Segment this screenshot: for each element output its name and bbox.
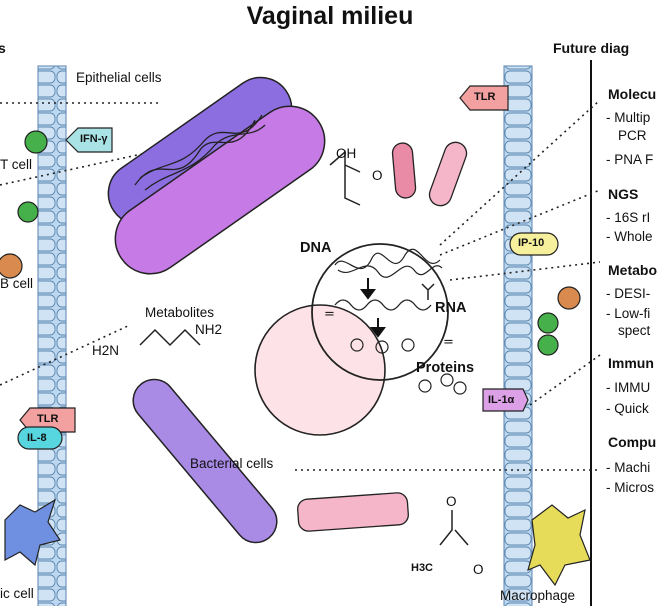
right-t-cell-1 <box>537 312 559 334</box>
future-item: - 16S rI <box>606 210 651 225</box>
right-connectors <box>295 99 601 471</box>
dna-tangle <box>334 248 443 278</box>
pale-pink-cell <box>254 304 386 436</box>
arrows <box>360 278 386 338</box>
b-cell <box>0 253 23 279</box>
future-item: - Whole <box>606 229 653 244</box>
acetic-h3c: H3C <box>411 562 434 574</box>
protein-blobs <box>350 338 467 395</box>
future-section-molecular: Molecu <box>608 86 657 102</box>
future-item: - PNA F <box>606 152 654 167</box>
dna-label: DNA <box>300 240 332 256</box>
il1a-marker <box>482 388 529 412</box>
rna-strand <box>334 299 432 311</box>
future-item: - IMMU <box>606 380 651 395</box>
t-cell-2 <box>17 201 39 223</box>
future-section-computational: Compu <box>608 434 657 450</box>
acetic-o-right: O <box>473 562 484 577</box>
future-item: - Multip <box>606 110 651 125</box>
future-item: PCR <box>618 128 647 143</box>
future-section-ngs: NGS <box>608 186 639 202</box>
pink-rod-3 <box>297 492 409 532</box>
dendritic-cell-label: ic cell <box>0 586 34 601</box>
right-tlr-label: TLR <box>474 91 496 103</box>
left-tlr-label: TLR <box>37 413 59 425</box>
metabolites-label: Metabolites <box>145 305 215 320</box>
il8-marker <box>17 426 63 450</box>
lactic-o: O <box>372 168 383 183</box>
putrescine-structure <box>139 328 201 347</box>
macrophage-label: Macrophage <box>500 588 576 603</box>
il8-label: IL-8 <box>27 432 47 444</box>
page-title: Vaginal milieu <box>246 2 414 30</box>
double-bar-mark-2: = <box>443 335 454 350</box>
left-header-fragment: s <box>0 40 6 56</box>
antibody-icon <box>421 283 435 300</box>
ip10-label: IP-10 <box>518 237 545 249</box>
future-header: Future diag <box>553 40 630 56</box>
pink-rod-1 <box>391 142 417 199</box>
right-epithelium <box>503 65 533 611</box>
left-connectors <box>0 102 161 386</box>
macrophage-cell <box>527 504 591 587</box>
ip10-marker <box>509 232 559 256</box>
dendritic-cell <box>4 498 61 567</box>
t-cell-1 <box>24 130 48 154</box>
double-bar-mark-1: = <box>324 307 335 322</box>
chromosome-coil <box>134 114 266 191</box>
pink-rod-2 <box>428 141 468 207</box>
lactic-acid-structure <box>329 150 361 206</box>
epithelial-cells-label: Epithelial cells <box>76 70 162 85</box>
future-item: spect <box>618 323 651 338</box>
future-section-immuno: Immun <box>608 355 654 371</box>
future-item: - Quick <box>606 401 649 416</box>
right-t-cell-2 <box>537 334 559 356</box>
lactic-oh: OH <box>336 146 357 161</box>
proteins-label: Proteins <box>416 360 475 376</box>
t-cell-label: T cell <box>0 157 33 172</box>
omics-circle <box>311 243 449 381</box>
ifn-marker-label: IFN-γ <box>80 133 108 145</box>
future-section-metabolomics: Metabo <box>608 262 657 278</box>
bacterial-rod-lavender <box>132 378 278 544</box>
acetic-acid-structure <box>439 510 469 546</box>
acetic-o-top: O <box>446 494 457 509</box>
rna-label: RNA <box>435 300 467 316</box>
ifn-marker <box>65 127 113 153</box>
future-item: - DESI- <box>606 286 651 301</box>
bacterial-cells-label: Bacterial cells <box>190 456 274 471</box>
future-item: - Low-fi <box>606 306 651 321</box>
future-item: - Micros <box>606 480 654 495</box>
putrescine-nh2: NH2 <box>195 322 223 337</box>
right-b-cell <box>557 286 581 310</box>
putrescine-h2n: H2N <box>92 343 120 358</box>
bacterial-rod-magenta <box>114 105 326 275</box>
b-cell-label: B cell <box>0 276 34 291</box>
future-item: - Machi <box>606 460 651 475</box>
right-tlr-marker <box>459 85 509 111</box>
il1a-label: IL-1α <box>488 394 515 406</box>
